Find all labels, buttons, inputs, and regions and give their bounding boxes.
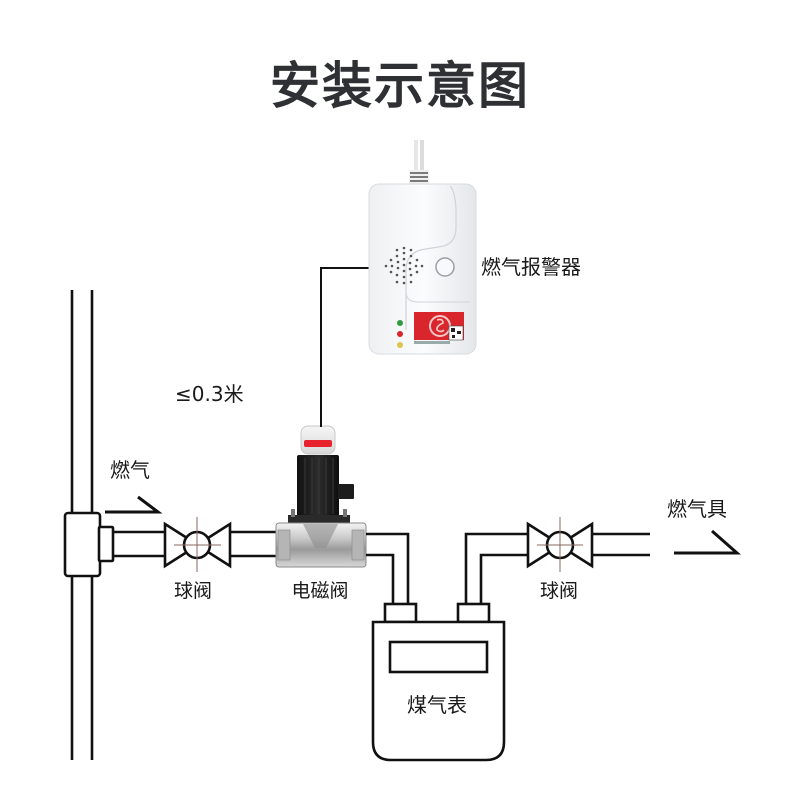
signal-cable — [320, 267, 370, 427]
gas-appliance-label: 燃气具 — [667, 497, 727, 521]
speaker-grill-icon — [384, 246, 424, 285]
gas-outlet-arrow-icon — [674, 529, 741, 555]
pipe-segment-mid — [230, 530, 276, 558]
ball-valve-right-icon — [526, 517, 594, 572]
gas-inlet-label: 燃气 — [110, 458, 150, 482]
solenoid-indicator-cap — [304, 440, 332, 447]
led-yellow-icon — [397, 342, 403, 348]
pipe-segment-inlet — [113, 530, 165, 558]
solenoid-valve — [275, 425, 367, 568]
certification-label — [414, 312, 464, 344]
led-red-icon — [397, 331, 403, 337]
pipe-segment-outlet — [592, 532, 650, 557]
solenoid-valve-label: 电磁阀 — [291, 580, 348, 602]
gas-meter — [371, 602, 506, 762]
ball-valve-left-label: 球阀 — [174, 580, 212, 602]
test-button — [435, 257, 455, 277]
pipe-segment-from-meter — [464, 532, 528, 604]
page-title: 安装示意图 — [270, 57, 530, 115]
pipe-segment-to-meter — [366, 532, 410, 604]
ball-valve-right-label: 球阀 — [540, 580, 578, 602]
gas-meter-label: 煤气表 — [407, 693, 467, 717]
gas-inlet-arrow-icon — [105, 495, 163, 514]
gas-alarm-device — [368, 140, 477, 355]
ball-valve-left-icon — [163, 517, 232, 572]
led-green-icon — [397, 320, 403, 326]
meter-display — [388, 640, 489, 674]
tee-fitting — [63, 511, 115, 578]
distance-label: ≤0.3米 — [175, 382, 244, 406]
gas-alarm-label: 燃气报警器 — [481, 255, 581, 279]
riser-pipe — [70, 290, 94, 760]
